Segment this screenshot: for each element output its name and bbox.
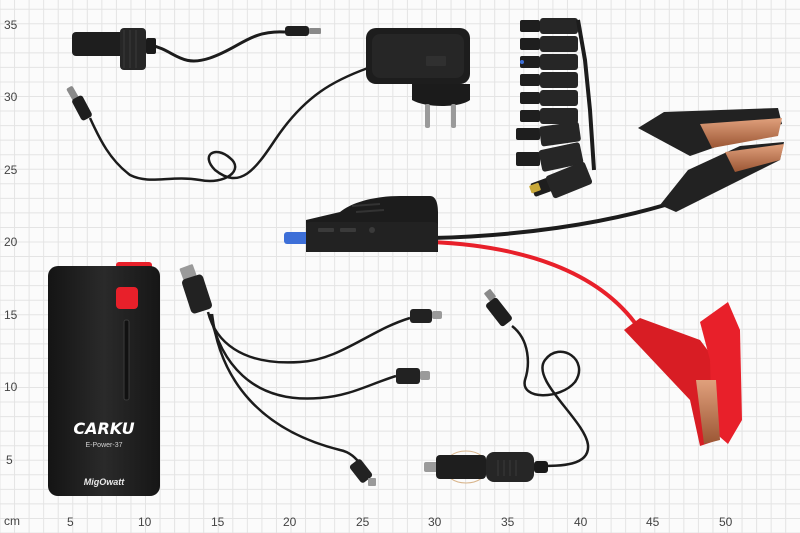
- unit-label: cm: [4, 514, 20, 528]
- cigarette-socket-adapter: [72, 26, 321, 70]
- x-tick: 45: [646, 515, 660, 529]
- y-tick: 10: [4, 380, 18, 394]
- x-tick: 20: [283, 515, 297, 529]
- y-tick: 35: [4, 18, 18, 32]
- x-tick: 25: [356, 515, 370, 529]
- jumper-clamp-red: [431, 240, 742, 446]
- model-label: E-Power-37: [86, 442, 123, 449]
- y-tick: 15: [4, 308, 18, 322]
- x-tick: 10: [138, 515, 152, 529]
- x-tick: 5: [67, 515, 74, 529]
- y-tick: 20: [4, 235, 18, 249]
- x-tick: 30: [428, 515, 442, 529]
- jumper-clamp-black: [431, 108, 784, 240]
- power-bank: CARKU E-Power-37 MigOwatt: [48, 262, 160, 496]
- x-tick: 40: [574, 515, 588, 529]
- car-charger: [424, 289, 590, 484]
- x-tick: 35: [501, 515, 515, 529]
- power-button-icon: [116, 287, 138, 309]
- y-tick: 30: [4, 90, 18, 104]
- capacity-label: MigOwatt: [84, 477, 125, 487]
- y-tick: 25: [4, 163, 18, 177]
- x-tick: 15: [211, 515, 225, 529]
- y-tick: 5: [6, 453, 13, 467]
- laptop-tips-set: [516, 18, 596, 199]
- x-tick: 50: [719, 515, 733, 529]
- brand-logo-text: CARKU: [73, 419, 134, 438]
- wall-charger: [66, 28, 470, 183]
- booster-cable-box: [284, 196, 438, 252]
- usb-multi-cable: [179, 264, 442, 486]
